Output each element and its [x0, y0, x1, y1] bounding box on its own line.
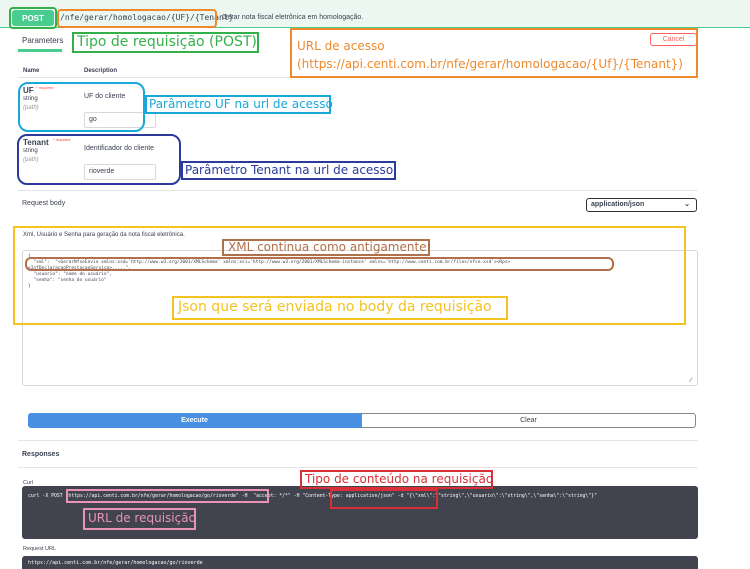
curl-accept: -H "accept: */*" -H [238, 494, 303, 499]
curl-label: Curl [23, 480, 34, 486]
param-tenant-description: Identificador do cliente [84, 145, 155, 152]
curl-box[interactable] [22, 486, 698, 539]
param-uf-description: UF do cliente [84, 93, 126, 100]
annotation-box-method-label [72, 32, 259, 53]
tenant-input[interactable]: rioverde [84, 164, 156, 180]
divider [18, 440, 698, 441]
divider [18, 190, 698, 191]
tab-active-underline [18, 49, 62, 52]
annotation-request-url-text: URL de requisição [88, 511, 196, 525]
annotation-box-method [9, 7, 57, 29]
request-url-value: https://api.centi.com.br/nfe/gerar/homol… [28, 560, 203, 566]
request-body-label: Request body [22, 200, 66, 207]
curl-data: -d "{\"xml\":\"string\",\"usuario\":\"st… [394, 494, 597, 499]
annotation-box-json-label [172, 296, 508, 320]
curl-prefix: curl -X POST [28, 494, 66, 499]
content-type-value: application/json [591, 201, 645, 208]
code-line: "usuario": "nome do usuário", [28, 272, 112, 277]
code-line: "senha": "senha do usuário" [28, 278, 107, 283]
code-line: } [28, 284, 31, 289]
annotation-xml-text: XML continua como antigamente [228, 240, 427, 254]
code-line: { [28, 254, 31, 259]
annotation-box-content-type [330, 489, 438, 509]
annotation-url-title: URL de acesso [297, 39, 385, 53]
curl-command: curl -X POST "https://api.centi.com.br/n… [28, 494, 597, 499]
operation-path: /nfe/gerar/homologacao/{UF}/{Tenant} [60, 13, 234, 22]
content-type-select[interactable]: application/json ⌄ [586, 198, 697, 212]
param-tenant-type: string [23, 148, 38, 154]
param-tenant-in: (path) [23, 157, 39, 163]
annotation-box-json-body [13, 226, 686, 325]
operation-summary: Gerar nota fiscal eletrônica em homologa… [222, 14, 364, 21]
annotation-box-curl-url [66, 489, 269, 503]
curl-url: "https://api.centi.com.br/nfe/gerar/homo… [65, 494, 239, 499]
param-uf-required: * required [36, 85, 54, 90]
divider [18, 467, 698, 468]
annotation-uf-text: Parâmetro UF na url de acesso [149, 97, 333, 111]
annotation-box-xml-line [25, 257, 614, 271]
annotation-box-path [57, 9, 217, 28]
chevron-down-icon: ⌄ [684, 201, 690, 208]
responses-title: Responses [22, 451, 60, 458]
request-body-code: { "xml": "<GerarNfseEnvio xmlns:xsd='htt… [28, 254, 510, 290]
method-badge: POST [12, 10, 54, 26]
annotation-url-value: (https://api.centi.com.br/nfe/gerar/homo… [297, 57, 683, 71]
column-description-header: Description [84, 68, 118, 74]
request-url-label: Request URL [23, 546, 57, 552]
param-tenant-name: Tenant [23, 138, 49, 147]
param-uf-name: UF [23, 86, 34, 95]
curl-content-type: "Content-Type: application/json" [302, 494, 395, 499]
annotation-method-text: Tipo de requisição (POST) [77, 34, 257, 50]
annotation-box-tenant-label [181, 161, 396, 180]
annotation-box-uf [18, 82, 145, 132]
param-uf-type: string [23, 96, 38, 102]
annotation-box-url [290, 28, 698, 78]
annotation-box-tenant [17, 134, 181, 185]
annotation-box-request-url-label [83, 508, 196, 530]
annotation-box-uf-label [145, 95, 331, 114]
request-body-description: Xml, Usuário e Senha para geração da not… [23, 232, 185, 238]
param-tenant-required: * required [53, 137, 71, 142]
code-line: "xml": "<GerarNfseEnvio xmlns:xsd='http:… [28, 260, 511, 265]
request-url-box[interactable] [22, 556, 698, 569]
annotation-content-type-text: Tipo de conteúdo na requisição [305, 472, 494, 486]
cancel-button[interactable]: Cancel [650, 33, 697, 46]
execute-button[interactable]: Execute [28, 413, 361, 428]
resize-grip-icon[interactable]: ⁄⁄ [690, 378, 693, 384]
annotation-tenant-text: Parâmetro Tenant na url de acesso [185, 163, 394, 177]
column-name-header: Name [23, 68, 40, 74]
annotation-box-xml-label [222, 239, 430, 256]
tab-parameters[interactable]: Parameters [22, 36, 64, 45]
annotation-box-content-type-label [300, 470, 493, 489]
annotation-json-text: Json que será enviada no body da requisi… [178, 299, 492, 315]
operation-header[interactable] [0, 0, 750, 28]
param-uf-in: (path) [23, 105, 39, 111]
clear-button[interactable]: Clear [361, 413, 696, 428]
code-line: <InfDeclaracaoPrestacaoServico>.....", [28, 266, 131, 271]
